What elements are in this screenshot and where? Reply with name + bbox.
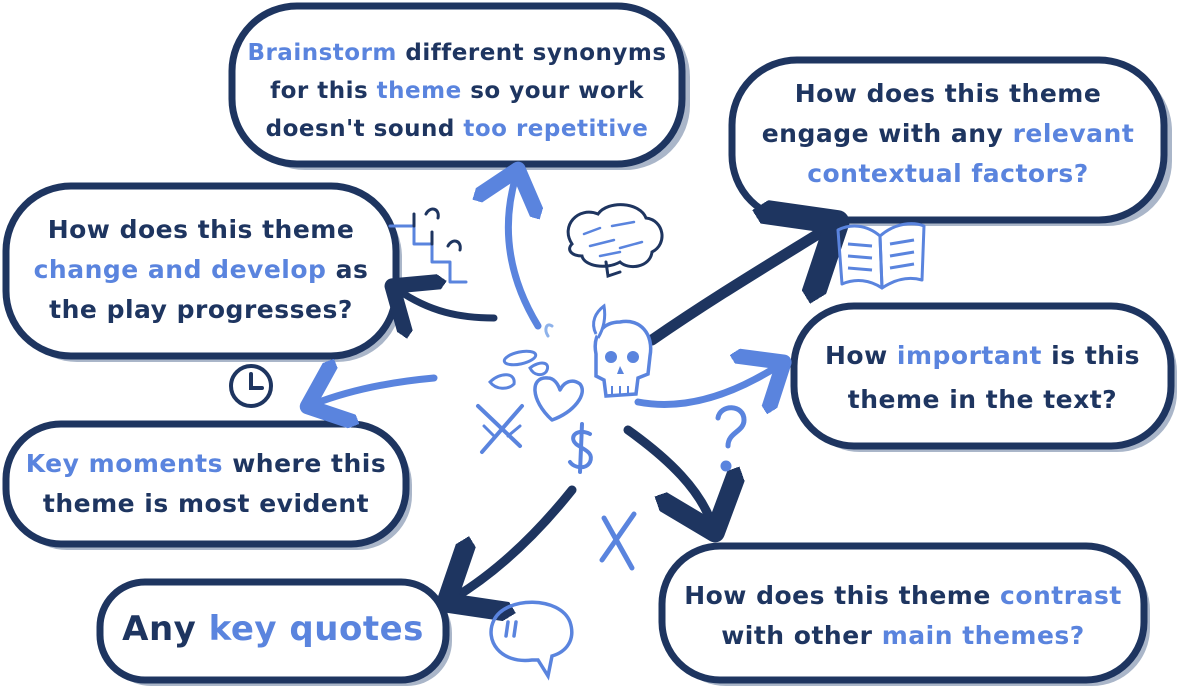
cloud-contextual	[728, 56, 1168, 224]
cloud-contrast	[658, 542, 1148, 684]
cloud-moments	[2, 420, 410, 548]
quotes-prompt: Any key quotes	[122, 609, 424, 649]
develop-prompt: How does this theme change and develop a…	[33, 215, 369, 324]
skull-icon	[593, 319, 653, 398]
synonyms-prompt: Brainstorm different synonyms for this t…	[247, 40, 667, 142]
contextual-prompt: How does this theme engage with any rele…	[761, 79, 1135, 188]
cloud-important	[790, 302, 1175, 450]
x-mark-icon	[599, 511, 637, 571]
question-mark-icon	[715, 405, 747, 472]
cloud-quotes	[96, 578, 450, 684]
cloud-synonyms	[228, 2, 686, 168]
feather-icon	[592, 303, 607, 339]
moments-prompt: Key moments where this theme is most evi…	[25, 449, 387, 518]
arrow-to-contrast	[623, 425, 712, 524]
stairs-icon	[388, 207, 468, 284]
crossed-swords-icon	[476, 404, 524, 454]
speech-bubble-icon	[489, 600, 574, 681]
dollar-icon	[568, 422, 593, 474]
cloud-develop	[2, 182, 400, 360]
brain-word-cloud-icon	[566, 203, 664, 278]
arrow-to-important	[634, 366, 778, 404]
heart-icon	[533, 376, 584, 422]
wings-icon	[488, 349, 549, 390]
important-prompt: How important is this theme in the text?	[824, 341, 1141, 414]
contrast-prompt: How does this theme contrast with other …	[684, 581, 1122, 650]
open-book-icon	[836, 222, 926, 290]
arrow-to-contextual	[646, 228, 828, 346]
arrow-to-develop	[398, 290, 498, 318]
arrow-to-quotes	[454, 485, 577, 598]
arrow-to-synonyms	[508, 176, 538, 330]
clock-icon	[229, 364, 273, 408]
arrow-to-moments	[314, 378, 438, 404]
feather-tip-icon	[544, 323, 554, 338]
